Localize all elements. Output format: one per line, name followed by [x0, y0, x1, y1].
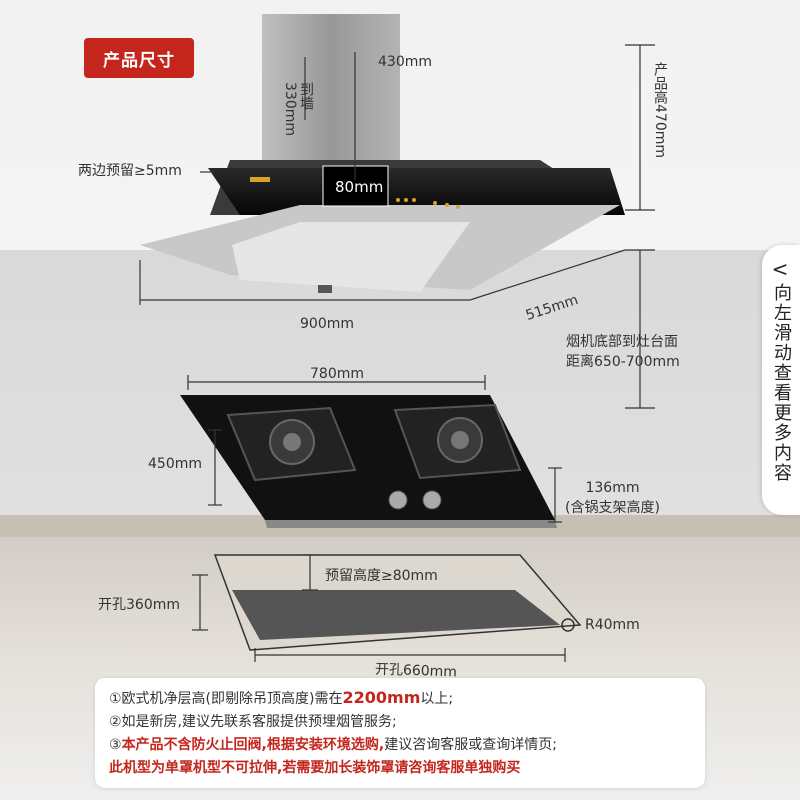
- note-3-prefix: ③: [109, 737, 122, 753]
- hood-top-width-label: 430mm: [378, 54, 432, 70]
- cutout-depth-label: 开孔360mm: [98, 597, 180, 613]
- swipe-hint-text: 向左滑动查看更多内容: [771, 283, 792, 483]
- hood-distance-line1: 烟机底部到灶台面: [566, 334, 678, 350]
- stove-depth-label: 450mm: [148, 456, 202, 472]
- cutout-radius-label: R40mm: [585, 617, 640, 633]
- note-2: ②如是新房,建议先联系客服提供预埋烟管服务;: [109, 714, 397, 730]
- hood-width-label: 900mm: [300, 316, 354, 332]
- product-size-badge: 产品尺寸: [84, 38, 194, 78]
- note-3-suffix: 建议咨询客服或查询详情页;: [384, 737, 557, 753]
- stove-support-line1: 136mm: [585, 480, 640, 496]
- note-4: 此机型为单罩机型不可拉伸,若需要加长装饰罩请咨询客服单独购买: [109, 760, 521, 776]
- note-3-highlight: 本产品不含防火止回阀,根据安装环境选购,: [121, 737, 385, 753]
- burner-left: [226, 406, 357, 482]
- burner-right: [393, 403, 522, 480]
- swipe-left-tab[interactable]: < 向左滑动查看更多内容: [762, 245, 800, 515]
- stove-support-line2: (含锅支架高度): [565, 500, 660, 516]
- hood-to-wall-label: 到墙 330mm: [282, 82, 314, 136]
- note-1-suffix: 以上;: [420, 691, 454, 707]
- note-3: ③本产品不含防火止回阀,根据安装环境选购,建议咨询客服或查询详情页;: [109, 734, 691, 757]
- hood-distance-line2: 距离650-700mm: [566, 354, 680, 370]
- chevron-left-icon: <: [771, 257, 791, 281]
- side-gap-label: 两边预留≥5mm: [78, 163, 182, 179]
- notes-panel: ①欧式机净层高(即剔除吊顶高度)需在2200mm以上; ②如是新房,建议先联系客…: [95, 678, 705, 788]
- note-1-prefix: ①欧式机净层高(即剔除吊顶高度)需在: [109, 691, 343, 707]
- hood-thickness-label: 80mm: [335, 178, 384, 196]
- knobs: [388, 490, 442, 510]
- cutout-reserve-label: 预留高度≥80mm: [325, 568, 438, 584]
- hood-height-label: 产品高470mm: [652, 62, 668, 158]
- note-1: ①欧式机净层高(即剔除吊顶高度)需在2200mm以上;: [109, 686, 691, 711]
- stove-width-label: 780mm: [310, 366, 364, 382]
- stove-support-label: 136mm (含锅支架高度): [565, 478, 660, 518]
- note-1-highlight: 2200mm: [342, 688, 421, 707]
- hood-distance-label: 烟机底部到灶台面 距离650-700mm: [566, 332, 680, 372]
- hood-to-wall-line1: 到墙: [298, 82, 314, 110]
- hood-to-wall-line2: 330mm: [282, 82, 298, 136]
